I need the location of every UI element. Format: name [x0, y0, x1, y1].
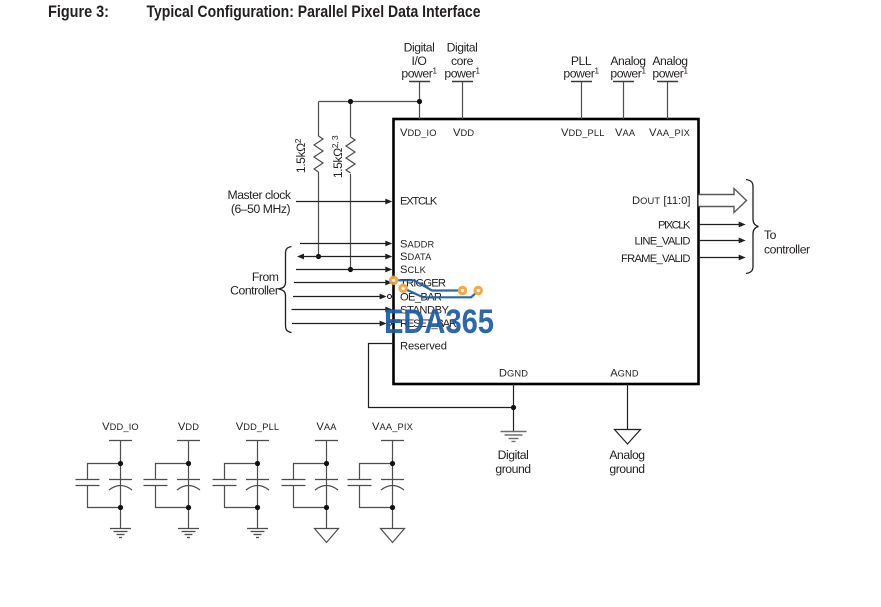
svg-text:Analog: Analog [652, 54, 687, 68]
svg-text:SADDR: SADDR [400, 239, 435, 251]
svg-text:FRAME_VALID: FRAME_VALID [621, 253, 691, 265]
svg-text:power1: power1 [563, 66, 599, 81]
svg-text:Master clock: Master clock [228, 188, 292, 202]
svg-text:power1: power1 [610, 66, 646, 81]
svg-text:Controller: Controller [230, 284, 279, 298]
svg-text:power1: power1 [652, 66, 688, 81]
svg-text:DOUT [11:0]: DOUT [11:0] [632, 195, 690, 207]
svg-text:Typical Configuration: Paralle: Typical Configuration: Parallel Pixel Da… [147, 2, 481, 21]
svg-text:STANDBY: STANDBY [400, 305, 450, 317]
svg-text:VAA_PIX: VAA_PIX [372, 421, 413, 433]
svg-text:VAA: VAA [316, 421, 337, 433]
svg-text:Reserved: Reserved [400, 341, 447, 353]
svg-text:ground: ground [495, 462, 530, 476]
svg-text:ground: ground [609, 462, 644, 476]
svg-text:I/O: I/O [412, 54, 427, 68]
svg-text:VDD: VDD [453, 127, 474, 139]
svg-text:To: To [764, 228, 777, 242]
svg-text:VDD_PLL: VDD_PLL [561, 127, 605, 139]
svg-text:SCLK: SCLK [400, 264, 427, 276]
svg-text:core: core [451, 54, 474, 68]
svg-text:AGND: AGND [610, 368, 639, 380]
svg-text:PLL: PLL [571, 54, 592, 68]
svg-text:power1: power1 [401, 66, 437, 81]
svg-text:SDATA: SDATA [400, 251, 432, 263]
svg-text:VDD_IO: VDD_IO [102, 421, 139, 433]
svg-text:(6–50 MHz): (6–50 MHz) [231, 202, 291, 216]
svg-text:VDD: VDD [178, 421, 199, 433]
svg-text:LINE_VALID: LINE_VALID [635, 236, 691, 248]
svg-text:controller: controller [764, 243, 810, 257]
svg-text:Figure 3:: Figure 3: [48, 2, 109, 21]
svg-text:VAA: VAA [615, 127, 636, 139]
svg-text:Analog: Analog [609, 448, 644, 462]
svg-text:EXTCLK: EXTCLK [400, 196, 438, 208]
svg-text:1.5kΩ2: 1.5kΩ2 [293, 138, 308, 173]
svg-text:power1: power1 [444, 66, 480, 81]
svg-text:EDA365: EDA365 [384, 303, 494, 341]
svg-text:Digital: Digital [498, 448, 529, 462]
svg-text:RESET_BAR: RESET_BAR [400, 318, 457, 330]
svg-text:PIXCLK: PIXCLK [658, 220, 691, 232]
svg-text:From: From [252, 270, 279, 284]
svg-text:Digital: Digital [404, 41, 435, 55]
svg-text:VAA_PIX: VAA_PIX [649, 127, 690, 139]
svg-text:Digital: Digital [447, 41, 478, 55]
svg-text:VDD_IO: VDD_IO [400, 127, 437, 139]
svg-text:Analog: Analog [610, 54, 645, 68]
svg-text:DGND: DGND [499, 368, 528, 380]
svg-text:VDD_PLL: VDD_PLL [236, 421, 280, 433]
